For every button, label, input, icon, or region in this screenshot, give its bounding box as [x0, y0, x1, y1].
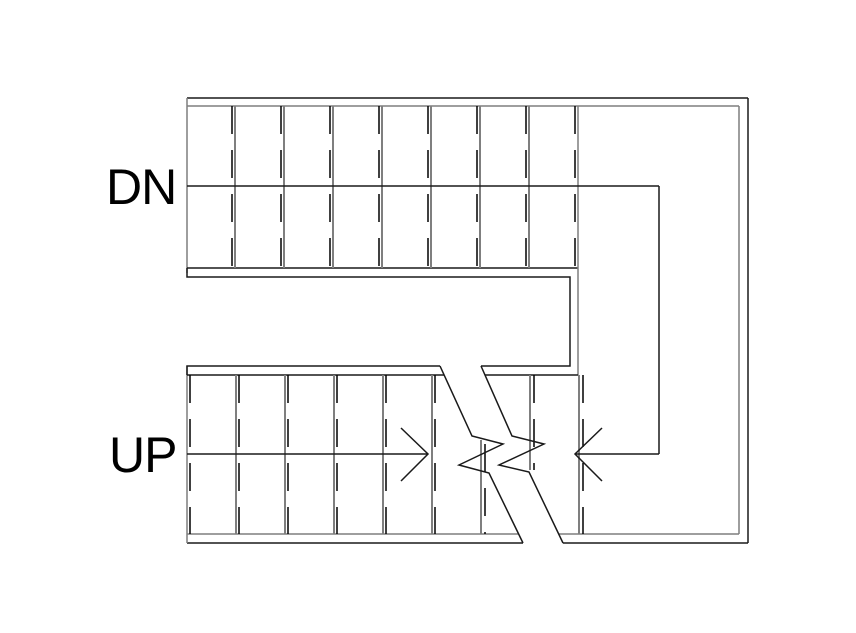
inner-outline	[187, 105, 740, 535]
dn-label: DN	[106, 159, 177, 215]
outer-wall	[186, 97, 749, 544]
stair-well	[186, 106, 579, 376]
lower-flight-treads	[187, 375, 659, 534]
walkline-arrow-icon	[573, 427, 603, 482]
upper-flight-treads	[187, 106, 660, 454]
up-label: UP	[109, 427, 177, 483]
up-arrow-icon	[400, 427, 430, 482]
break-line	[439, 365, 564, 544]
